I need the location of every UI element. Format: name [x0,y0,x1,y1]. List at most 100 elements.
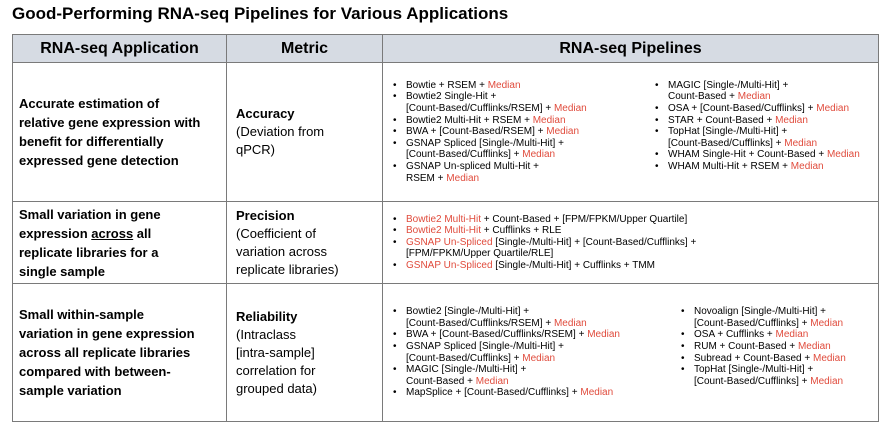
metric-cell: Precision (Coefficient of variation acro… [226,201,383,284]
median-highlight: Median [546,126,580,138]
median-highlight: Median [790,160,824,172]
pipelines-cell: Bowtie + RSEM + MedianBowtie2 Single-Hit… [382,62,879,202]
pipeline-text: Bowtie2 [Single-/Multi-Hit] + [406,306,530,318]
table-row: Accurate estimation of relative gene exp… [12,62,879,202]
pipeline-item: TopHat [Single-/Multi-Hit] + [651,126,869,138]
pipeline-item: Count-Based + Median [389,376,677,388]
table-row: Small within-sample variation in gene ex… [12,283,879,422]
pipeline-list: Bowtie2 Multi-Hit + Count-Based + [FPM/F… [389,214,872,272]
median-highlight: Median [784,137,818,149]
median-highlight: Median [797,340,831,352]
pipeline-item: Bowtie2 Multi-Hit + RSEM + Median [389,115,651,127]
pipeline-item: Count-Based + Median [651,91,869,103]
metric-desc: grouped data) [236,380,317,396]
application-cell: Small variation in gene expression acros… [12,201,227,284]
metric-desc: [intra-sample] [236,344,315,360]
app-text: all [133,225,152,241]
pipeline-item: WHAM Single-Hit + Count-Based + Median [651,149,869,161]
app-line: Small variation in gene [19,206,161,222]
app-line: benefit for differentially [19,134,164,149]
pipeline-text: RSEM + [406,172,447,184]
app-line: compared with between- [19,364,171,379]
pipelines-table: RNA-seq Application Metric RNA-seq Pipel… [12,34,879,422]
pipeline-text: GSNAP Spliced [Single-/Multi-Hit] + [406,340,564,352]
table-row: Small variation in gene expression acros… [12,201,879,284]
pipeline-text: WHAM Single-Hit + Count-Based + [668,149,827,161]
pipeline-list: Bowtie2 [Single-/Multi-Hit] +[Count-Base… [389,306,677,399]
pipeline-text: Count-Based + [406,375,476,387]
pipeline-item: BWA + [Count-Based/Cufflinks/RSEM] + Med… [389,329,677,341]
pipeline-text: OSA + Cufflinks + [694,329,776,341]
pipeline-text: BWA + [Count-Based/RSEM] + [406,126,547,138]
pipeline-text: [Count-Based/Cufflinks] + [694,375,811,387]
pipeline-item: [Count-Based/Cufflinks] + Median [389,149,651,161]
pipeline-text: TopHat [Single-/Multi-Hit] + [694,364,814,376]
pipeline-item: STAR + Count-Based + Median [651,115,869,127]
pipeline-text: Bowtie2 Single-Hit + [406,91,497,103]
pipeline-item: [Count-Based/Cufflinks/RSEM] + Median [389,318,677,330]
pipeline-item: Subread + Count-Based + Median [677,353,869,365]
application-cell: Accurate estimation of relative gene exp… [12,62,227,202]
pipeline-text: Bowtie2 Multi-Hit + RSEM + [406,114,533,126]
median-highlight: Median [587,329,620,341]
pipeline-item: GSNAP Spliced [Single-/Multi-Hit] + [389,138,651,150]
median-highlight: Median [812,352,846,364]
median-highlight: Median [810,375,844,387]
aligner-highlight: Bowtie2 Multi-Hit [406,213,482,225]
app-line: expressed gene detection [19,153,179,168]
pipelines-cell: Bowtie2 Multi-Hit + Count-Based + [FPM/F… [382,201,879,284]
metric-desc: qPCR) [236,142,276,157]
app-line: Small within-sample [19,307,144,322]
pipeline-list: Bowtie + RSEM + MedianBowtie2 Single-Hit… [389,80,651,184]
median-highlight: Median [475,375,509,387]
aligner-highlight: GSNAP Un-Spliced [406,236,493,248]
median-highlight: Median [446,172,480,184]
pipeline-item: Novoalign [Single-/Multi-Hit] + [677,306,869,318]
pipeline-text: [Single-/Multi-Hit] + [Count-Based/Cuffl… [492,236,697,248]
pipeline-item: [Count-Based/Cufflinks] + Median [389,353,677,365]
pipeline-text: Count-Based + [668,91,738,103]
median-highlight: Median [487,79,521,91]
metric-desc: (Intraclass [236,326,296,342]
pipeline-text: MAGIC [Single-/Multi-Hit] + [406,364,527,376]
median-highlight: Median [737,91,771,103]
app-line: sample variation [19,383,122,398]
median-highlight: Median [553,103,587,115]
pipeline-text: Bowtie + RSEM + [406,79,488,91]
app-line: Accurate estimation of [19,96,160,111]
app-line: replicate libraries for a [19,244,159,260]
app-text: expression [19,225,92,241]
pipeline-item: GSNAP Spliced [Single-/Multi-Hit] + [389,341,677,353]
pipeline-item: [Count-Based/Cufflinks] + Median [677,318,869,330]
median-highlight: Median [826,149,860,161]
header-row: RNA-seq Application Metric RNA-seq Pipel… [12,34,879,63]
pipeline-text: STAR + Count-Based + [668,114,776,126]
pipeline-text: BWA + [Count-Based/Cufflinks/RSEM] + [406,329,588,341]
app-line: single sample [19,263,105,279]
pipeline-text: + Cufflinks + RLE [481,225,562,237]
pipeline-item: Bowtie2 Single-Hit + [389,91,651,103]
median-highlight: Median [810,317,844,329]
median-highlight: Median [553,317,587,329]
pipeline-list: MAGIC [Single-/Multi-Hit] +Count-Based +… [651,80,869,184]
pipelines-cell: Bowtie2 [Single-/Multi-Hit] +[Count-Base… [382,283,879,422]
pipeline-text: TopHat [Single-/Multi-Hit] + [668,126,788,138]
metric-name: Reliability [236,308,298,324]
pipeline-item: MAGIC [Single-/Multi-Hit] + [651,80,869,92]
pipeline-item: [FPM/FPKM/Upper Quartile/RLE] [389,248,872,260]
pipeline-text: [Count-Based/Cufflinks] + [668,137,785,149]
pipeline-text: GSNAP Spliced [Single-/Multi-Hit] + [406,137,564,149]
pipeline-text: GSNAP Un-spliced Multi-Hit + [406,160,539,172]
pipeline-item: [Count-Based/Cufflinks] + Median [651,138,869,150]
median-highlight: Median [522,149,556,161]
pipeline-item: GSNAP Un-Spliced [Single-/Multi-Hit] + C… [389,260,872,272]
metric-desc: (Coefficient of [236,225,316,241]
pipeline-text: RUM + Count-Based + [694,340,798,352]
pipeline-item: RUM + Count-Based + Median [677,341,869,353]
pipeline-item: MAGIC [Single-/Multi-Hit] + [389,364,677,376]
median-highlight: Median [580,387,614,399]
metric-desc: (Deviation from [236,124,325,139]
aligner-highlight: Bowtie2 Multi-Hit [406,225,482,237]
pipeline-text: [Count-Based/Cufflinks] + [694,317,811,329]
pipeline-text: [Count-Based/Cufflinks/RSEM] + [406,317,554,329]
